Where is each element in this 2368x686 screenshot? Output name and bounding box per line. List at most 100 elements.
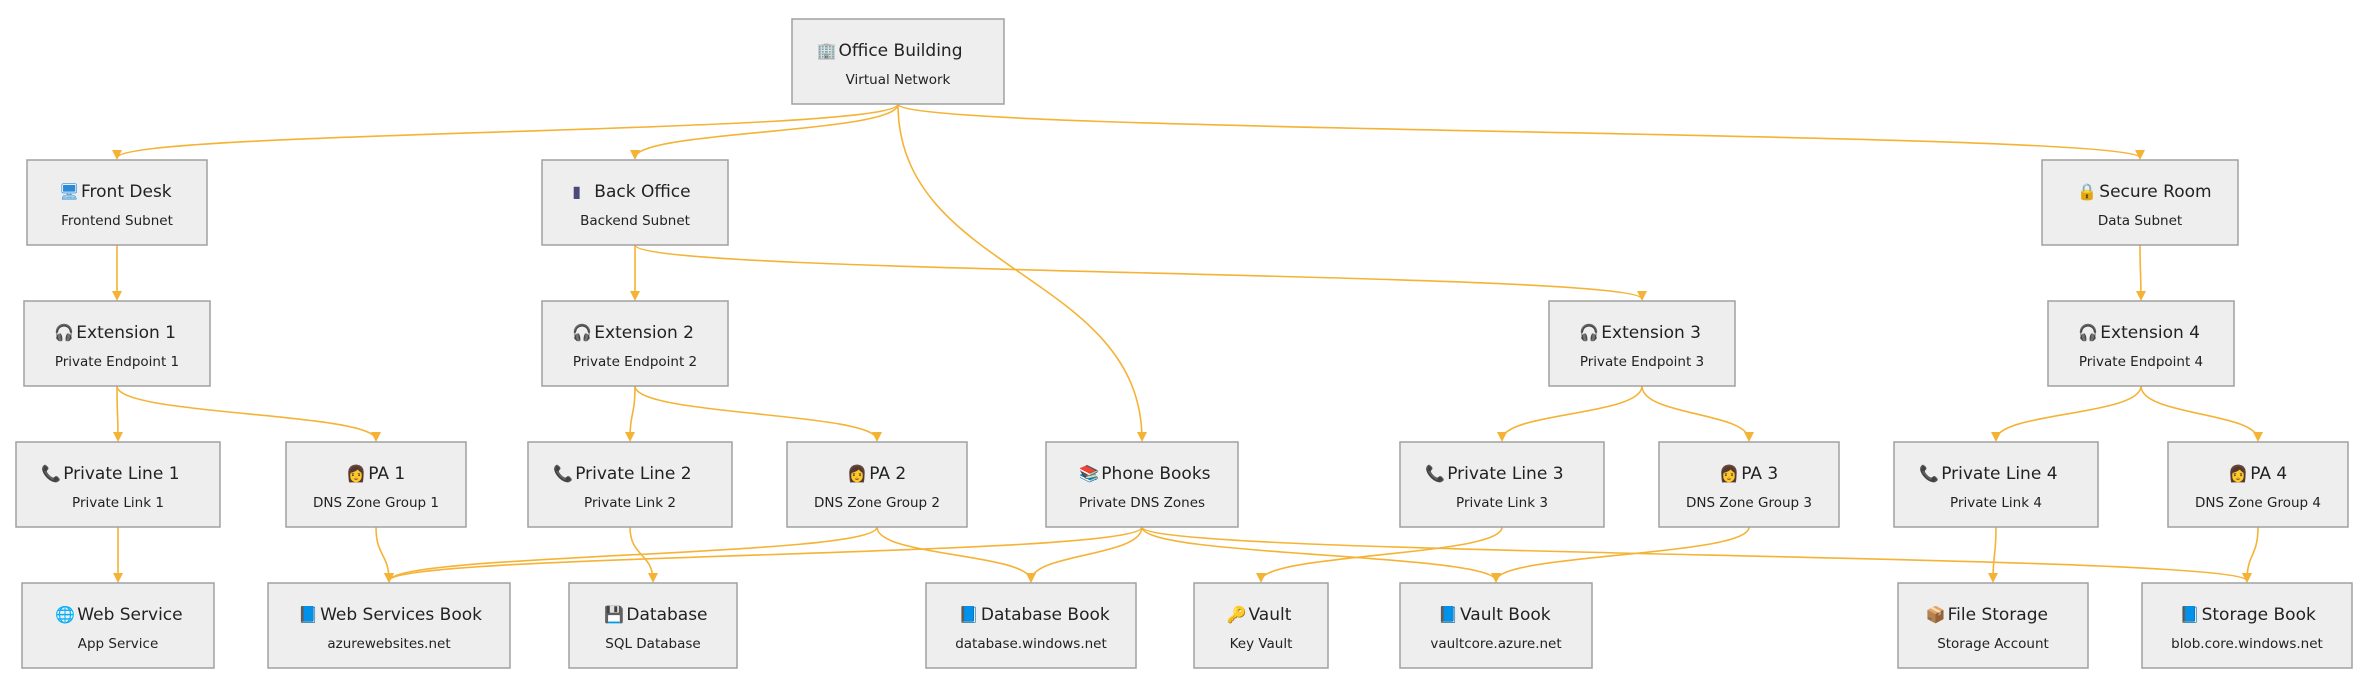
edge-ext1-to-pa1 bbox=[116, 385, 381, 442]
node-box bbox=[541, 300, 729, 387]
desktop-computer-icon: 🖥 bbox=[59, 182, 79, 201]
node-box bbox=[2141, 582, 2353, 669]
node-subtitle: Private Endpoint 1 bbox=[55, 354, 179, 370]
node-title: Vault bbox=[1249, 605, 1292, 625]
telephone-receiver-icon: 📞 bbox=[1425, 463, 1445, 483]
edge-pl4-to-filestorage bbox=[1988, 526, 1999, 583]
node-subtitle: azurewebsites.net bbox=[327, 636, 450, 652]
node-title: Database Book bbox=[981, 605, 1110, 625]
package-box-icon: 📦 bbox=[1926, 605, 1946, 624]
edge-backoffice-to-ext3 bbox=[634, 244, 1647, 301]
node-box bbox=[2041, 159, 2239, 246]
edge-pl3-to-vault bbox=[1256, 526, 1503, 583]
node-subtitle: database.windows.net bbox=[955, 636, 1107, 652]
node-box bbox=[1658, 441, 1840, 528]
node-subtitle: Key Vault bbox=[1230, 636, 1293, 652]
node-box bbox=[1193, 582, 1329, 669]
node-title: Front Desk bbox=[81, 182, 172, 202]
node-subtitle: DNS Zone Group 2 bbox=[814, 495, 940, 511]
node-box bbox=[1399, 441, 1605, 528]
node-subtitle: Private Endpoint 2 bbox=[573, 354, 697, 370]
edges-layer bbox=[112, 103, 2263, 583]
node-subtitle: Data Subnet bbox=[2098, 213, 2182, 229]
edge-pa2-to-websvcbook bbox=[384, 526, 878, 583]
node-box bbox=[2167, 441, 2349, 528]
node-subtitle: DNS Zone Group 3 bbox=[1686, 495, 1812, 511]
edge-secureroom-to-ext4 bbox=[2135, 244, 2146, 301]
headphones-icon: 🎧 bbox=[1579, 323, 1599, 342]
edge-office-to-secureroom bbox=[897, 103, 2145, 160]
node-title: Secure Room bbox=[2099, 182, 2211, 202]
node-box bbox=[527, 441, 733, 528]
edge-ext4-to-pa4 bbox=[2140, 385, 2263, 442]
edge-pa2-to-dbbook bbox=[876, 526, 1036, 583]
node-box bbox=[1893, 441, 2099, 528]
node-box bbox=[1548, 300, 1736, 387]
headphones-icon: 🎧 bbox=[572, 323, 592, 342]
node-subtitle: vaultcore.azure.net bbox=[1430, 636, 1561, 652]
node-title: Private Line 1 bbox=[63, 464, 179, 484]
node-subtitle: Frontend Subnet bbox=[61, 213, 173, 229]
personal-assistant-icon: 👩 bbox=[847, 464, 867, 483]
edge-office-to-phonebooks bbox=[897, 103, 1147, 442]
edge-ext2-to-pa2 bbox=[634, 385, 882, 442]
node-ext2[interactable]: 🎧Extension 2 Private Endpoint 2 bbox=[541, 300, 729, 387]
node-box bbox=[15, 441, 221, 528]
node-subtitle: SQL Database bbox=[605, 636, 700, 652]
node-title: Extension 2 bbox=[594, 323, 694, 343]
node-title: Extension 4 bbox=[2100, 323, 2200, 343]
node-subtitle: Private Link 2 bbox=[584, 495, 676, 511]
node-title: Private Line 3 bbox=[1447, 464, 1563, 484]
node-box bbox=[786, 441, 968, 528]
node-subtitle: Backend Subnet bbox=[580, 213, 690, 229]
headphones-icon: 🎧 bbox=[54, 323, 74, 342]
node-box bbox=[925, 582, 1137, 669]
padlock-icon: 🔒 bbox=[2077, 182, 2097, 201]
node-ext4[interactable]: 🎧Extension 4 Private Endpoint 4 bbox=[2047, 300, 2235, 387]
edge-ext2-to-pl2 bbox=[625, 385, 636, 442]
node-box bbox=[1399, 582, 1593, 669]
books-icon: 📚 bbox=[1079, 464, 1099, 483]
telephone-receiver-icon: 📞 bbox=[553, 463, 573, 483]
globe-icon: 🌐 bbox=[55, 605, 75, 624]
node-subtitle: DNS Zone Group 4 bbox=[2195, 495, 2321, 511]
headphones-icon: 🎧 bbox=[2078, 323, 2098, 342]
node-box bbox=[267, 582, 511, 669]
telephone-receiver-icon: 📞 bbox=[41, 463, 61, 483]
node-box bbox=[26, 159, 208, 246]
node-title: Back Office bbox=[594, 182, 690, 202]
node-subtitle: blob.core.windows.net bbox=[2171, 636, 2323, 652]
node-title: Web Service bbox=[77, 605, 182, 625]
node-subtitle: App Service bbox=[78, 636, 159, 652]
node-title: Storage Book bbox=[2202, 605, 2316, 625]
node-box bbox=[568, 582, 738, 669]
edge-pa3-to-vaultbook bbox=[1491, 526, 1750, 583]
node-subtitle: DNS Zone Group 1 bbox=[313, 495, 439, 511]
node-subtitle: Private Endpoint 3 bbox=[1580, 354, 1704, 370]
telephone-receiver-icon: 📞 bbox=[1919, 463, 1939, 483]
node-subtitle: Private Endpoint 4 bbox=[2079, 354, 2203, 370]
